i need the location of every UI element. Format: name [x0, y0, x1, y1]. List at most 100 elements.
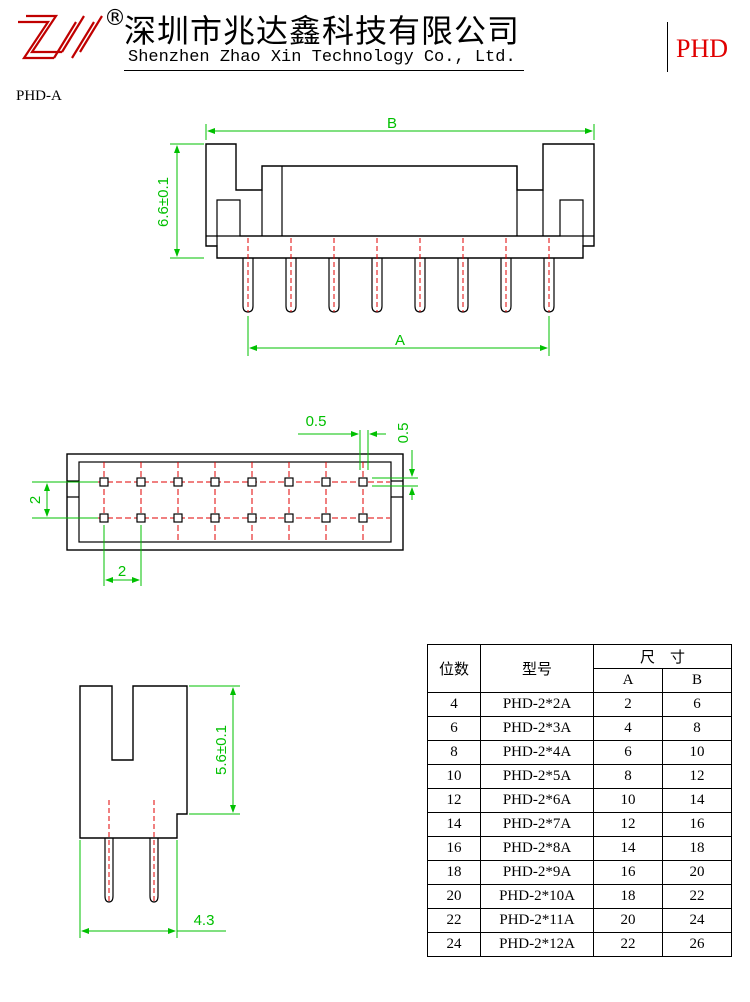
cell-positions: 12	[427, 788, 481, 813]
top-view: 0.5 0.5 2 2	[27, 413, 418, 586]
cell-positions: 14	[427, 812, 481, 837]
cell-b: 20	[662, 860, 732, 885]
side-view: 5.6±0.1 4.3	[79, 685, 240, 938]
top-housing-outer	[66, 453, 404, 551]
top-pin	[321, 477, 331, 487]
cell-model: PHD-2*7A	[480, 812, 594, 837]
cell-b: 24	[662, 908, 732, 933]
cell-model: PHD-2*8A	[480, 836, 594, 861]
cell-b: 6	[662, 692, 732, 717]
dim-a-label: A	[395, 332, 405, 349]
header-divider	[667, 22, 668, 72]
zx-logo-icon	[18, 14, 103, 60]
dim-pad-label: 0.5	[306, 413, 327, 430]
company-name-cn: 深圳市兆达鑫科技有限公司	[124, 12, 521, 50]
top-pin	[136, 477, 146, 487]
cell-model: PHD-2*3A	[480, 716, 594, 741]
cell-a: 2	[593, 692, 663, 717]
product-code: PHD	[676, 34, 729, 63]
cell-b: 16	[662, 812, 732, 837]
header-model: 型号	[480, 644, 594, 693]
cell-model: PHD-2*9A	[480, 860, 594, 885]
cell-positions: 20	[427, 884, 481, 909]
cell-b: 12	[662, 764, 732, 789]
front-view: B A 6.6±0.1	[155, 115, 595, 356]
top-pin	[247, 513, 257, 523]
cell-positions: 10	[427, 764, 481, 789]
front-pins	[242, 238, 555, 313]
cell-model: PHD-2*11A	[480, 908, 594, 933]
top-pin	[173, 513, 183, 523]
dim-b-label: B	[387, 115, 397, 132]
header-positions: 位数	[427, 644, 481, 693]
cell-a: 6	[593, 740, 663, 765]
top-pin	[358, 513, 368, 523]
dim-col-pitch-label: 2	[118, 563, 126, 580]
top-pin	[210, 513, 220, 523]
cell-positions: 18	[427, 860, 481, 885]
top-pin	[284, 513, 294, 523]
dim-side-height-label: 5.6±0.1	[213, 725, 230, 775]
top-pin	[99, 513, 109, 523]
top-pin	[284, 477, 294, 487]
side-pins	[104, 838, 159, 903]
registered-mark: ®	[104, 6, 126, 31]
cell-model: PHD-2*4A	[480, 740, 594, 765]
top-pin-grid	[80, 462, 390, 542]
header-b: B	[662, 668, 732, 693]
top-pin	[99, 477, 109, 487]
cell-model: PHD-2*2A	[480, 692, 594, 717]
top-pin	[358, 477, 368, 487]
cell-a: 14	[593, 836, 663, 861]
cell-b: 14	[662, 788, 732, 813]
cell-a: 22	[593, 932, 663, 957]
cell-a: 4	[593, 716, 663, 741]
top-housing-inner	[78, 461, 392, 543]
cell-positions: 8	[427, 740, 481, 765]
top-pin	[210, 477, 220, 487]
model-label: PHD-A	[16, 88, 62, 104]
cell-model: PHD-2*12A	[480, 932, 594, 957]
header-a: A	[593, 668, 663, 693]
top-pin	[173, 477, 183, 487]
cell-model: PHD-2*10A	[480, 884, 594, 909]
front-housing	[205, 143, 595, 259]
company-name-en: Shenzhen Zhao Xin Technology Co., Ltd.	[128, 48, 516, 67]
top-pin	[321, 513, 331, 523]
front-housing-inner	[216, 199, 584, 246]
dim-pad-vertical-label: 0.5	[395, 423, 412, 444]
cell-positions: 4	[427, 692, 481, 717]
cell-b: 26	[662, 932, 732, 957]
cell-model: PHD-2*6A	[480, 788, 594, 813]
cell-positions: 22	[427, 908, 481, 933]
header-underline	[124, 70, 524, 71]
cell-positions: 16	[427, 836, 481, 861]
dim-row-pitch-label: 2	[27, 496, 44, 504]
cell-b: 18	[662, 836, 732, 861]
cell-a: 8	[593, 764, 663, 789]
cell-b: 8	[662, 716, 732, 741]
top-pin	[136, 513, 146, 523]
cell-positions: 6	[427, 716, 481, 741]
title-block: ® 深圳市兆达鑫科技有限公司 Shenzhen Zhao Xin Technol…	[0, 0, 750, 80]
side-housing	[79, 685, 188, 839]
cell-positions: 24	[427, 932, 481, 957]
dim-height-label: 6.6±0.1	[155, 177, 172, 227]
cell-a: 10	[593, 788, 663, 813]
cell-a: 16	[593, 860, 663, 885]
dim-side-depth-label: 4.3	[194, 912, 215, 929]
